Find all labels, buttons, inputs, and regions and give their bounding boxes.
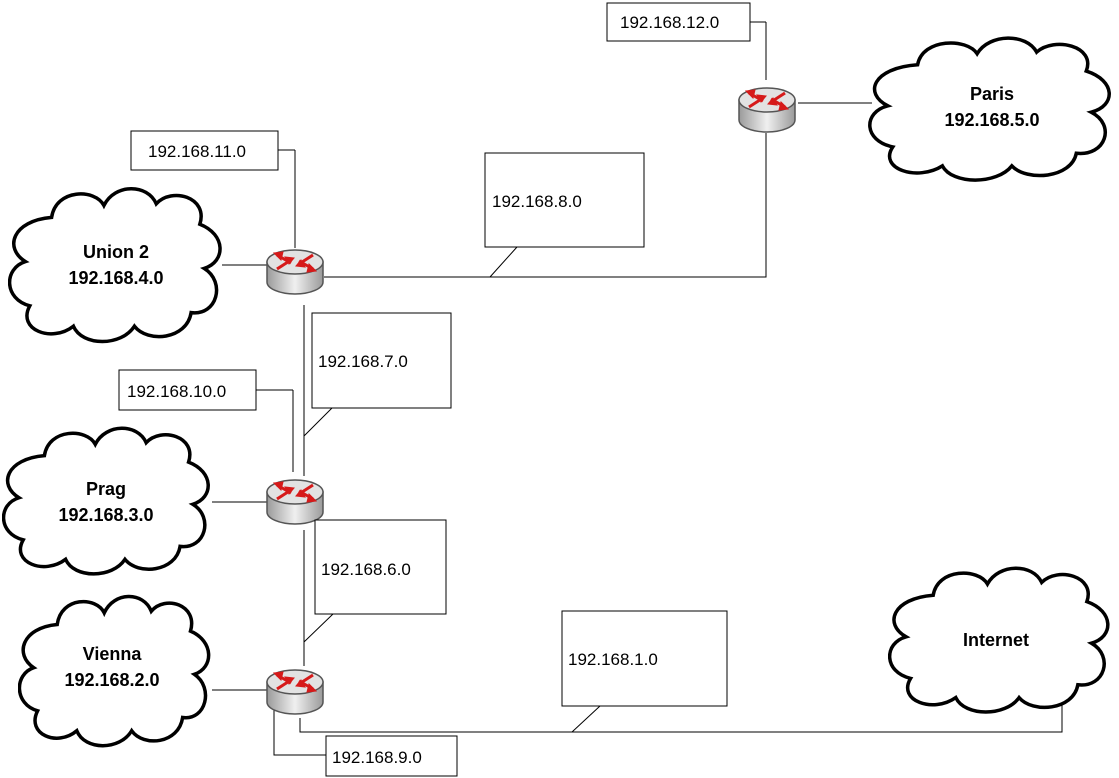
label-net10-text: 192.168.10.0 — [127, 382, 226, 401]
label-net7-text: 192.168.7.0 — [318, 352, 408, 371]
cloud-paris-network: 192.168.5.0 — [944, 110, 1039, 130]
cloud-union2-name: Union 2 — [83, 242, 149, 262]
leader-net1 — [571, 705, 601, 733]
leader-net8 — [489, 246, 518, 278]
link-192-168-9-0 — [273, 705, 326, 756]
label-net1: 192.168.1.0 — [561, 610, 728, 707]
cloud-prag: Prag 192.168.3.0 — [4, 428, 209, 574]
label-net6-text: 192.168.6.0 — [321, 560, 411, 579]
leader-net7 — [303, 407, 333, 437]
label-net9-text: 192.168.9.0 — [332, 748, 422, 767]
cloud-internet-name: Internet — [963, 630, 1029, 650]
router-union2-icon[interactable] — [265, 248, 325, 296]
cloud-vienna: Vienna 192.168.2.0 — [19, 597, 208, 746]
cloud-vienna-network: 192.168.2.0 — [64, 670, 159, 690]
link-192-168-8-0 — [324, 133, 767, 278]
cloud-prag-name: Prag — [86, 479, 126, 499]
router-paris-icon[interactable] — [737, 86, 797, 134]
router-vienna-icon[interactable] — [265, 668, 325, 716]
label-net12-text: 192.168.12.0 — [620, 13, 719, 32]
label-leaders — [256, 21, 766, 733]
link-lines — [212, 22, 1063, 756]
cloud-internet: Internet — [890, 568, 1108, 712]
cloud-prag-network: 192.168.3.0 — [58, 505, 153, 525]
cloud-paris-name: Paris — [970, 84, 1014, 104]
label-net7: 192.168.7.0 — [311, 312, 452, 409]
label-net11-text: 192.168.11.0 — [148, 142, 246, 161]
label-net1-text: 192.168.1.0 — [568, 650, 658, 669]
cloud-vienna-name: Vienna — [83, 644, 143, 664]
cloud-union2: Union 2 192.168.4.0 — [10, 189, 220, 342]
label-net12: 192.168.12.0 — [606, 2, 751, 42]
label-net8: 192.168.8.0 — [484, 152, 645, 248]
label-net6: 192.168.6.0 — [314, 519, 447, 615]
label-net10: 192.168.10.0 — [118, 369, 257, 411]
router-prag-icon[interactable] — [265, 478, 325, 526]
cloud-union2-network: 192.168.4.0 — [68, 268, 163, 288]
leader-net6 — [303, 613, 334, 643]
label-net9: 192.168.9.0 — [325, 735, 458, 777]
label-net8-text: 192.168.8.0 — [492, 192, 582, 211]
label-net11: 192.168.11.0 — [130, 130, 279, 171]
link-192-168-1-0 — [299, 702, 1063, 733]
cloud-paris: Paris 192.168.5.0 — [870, 38, 1109, 180]
